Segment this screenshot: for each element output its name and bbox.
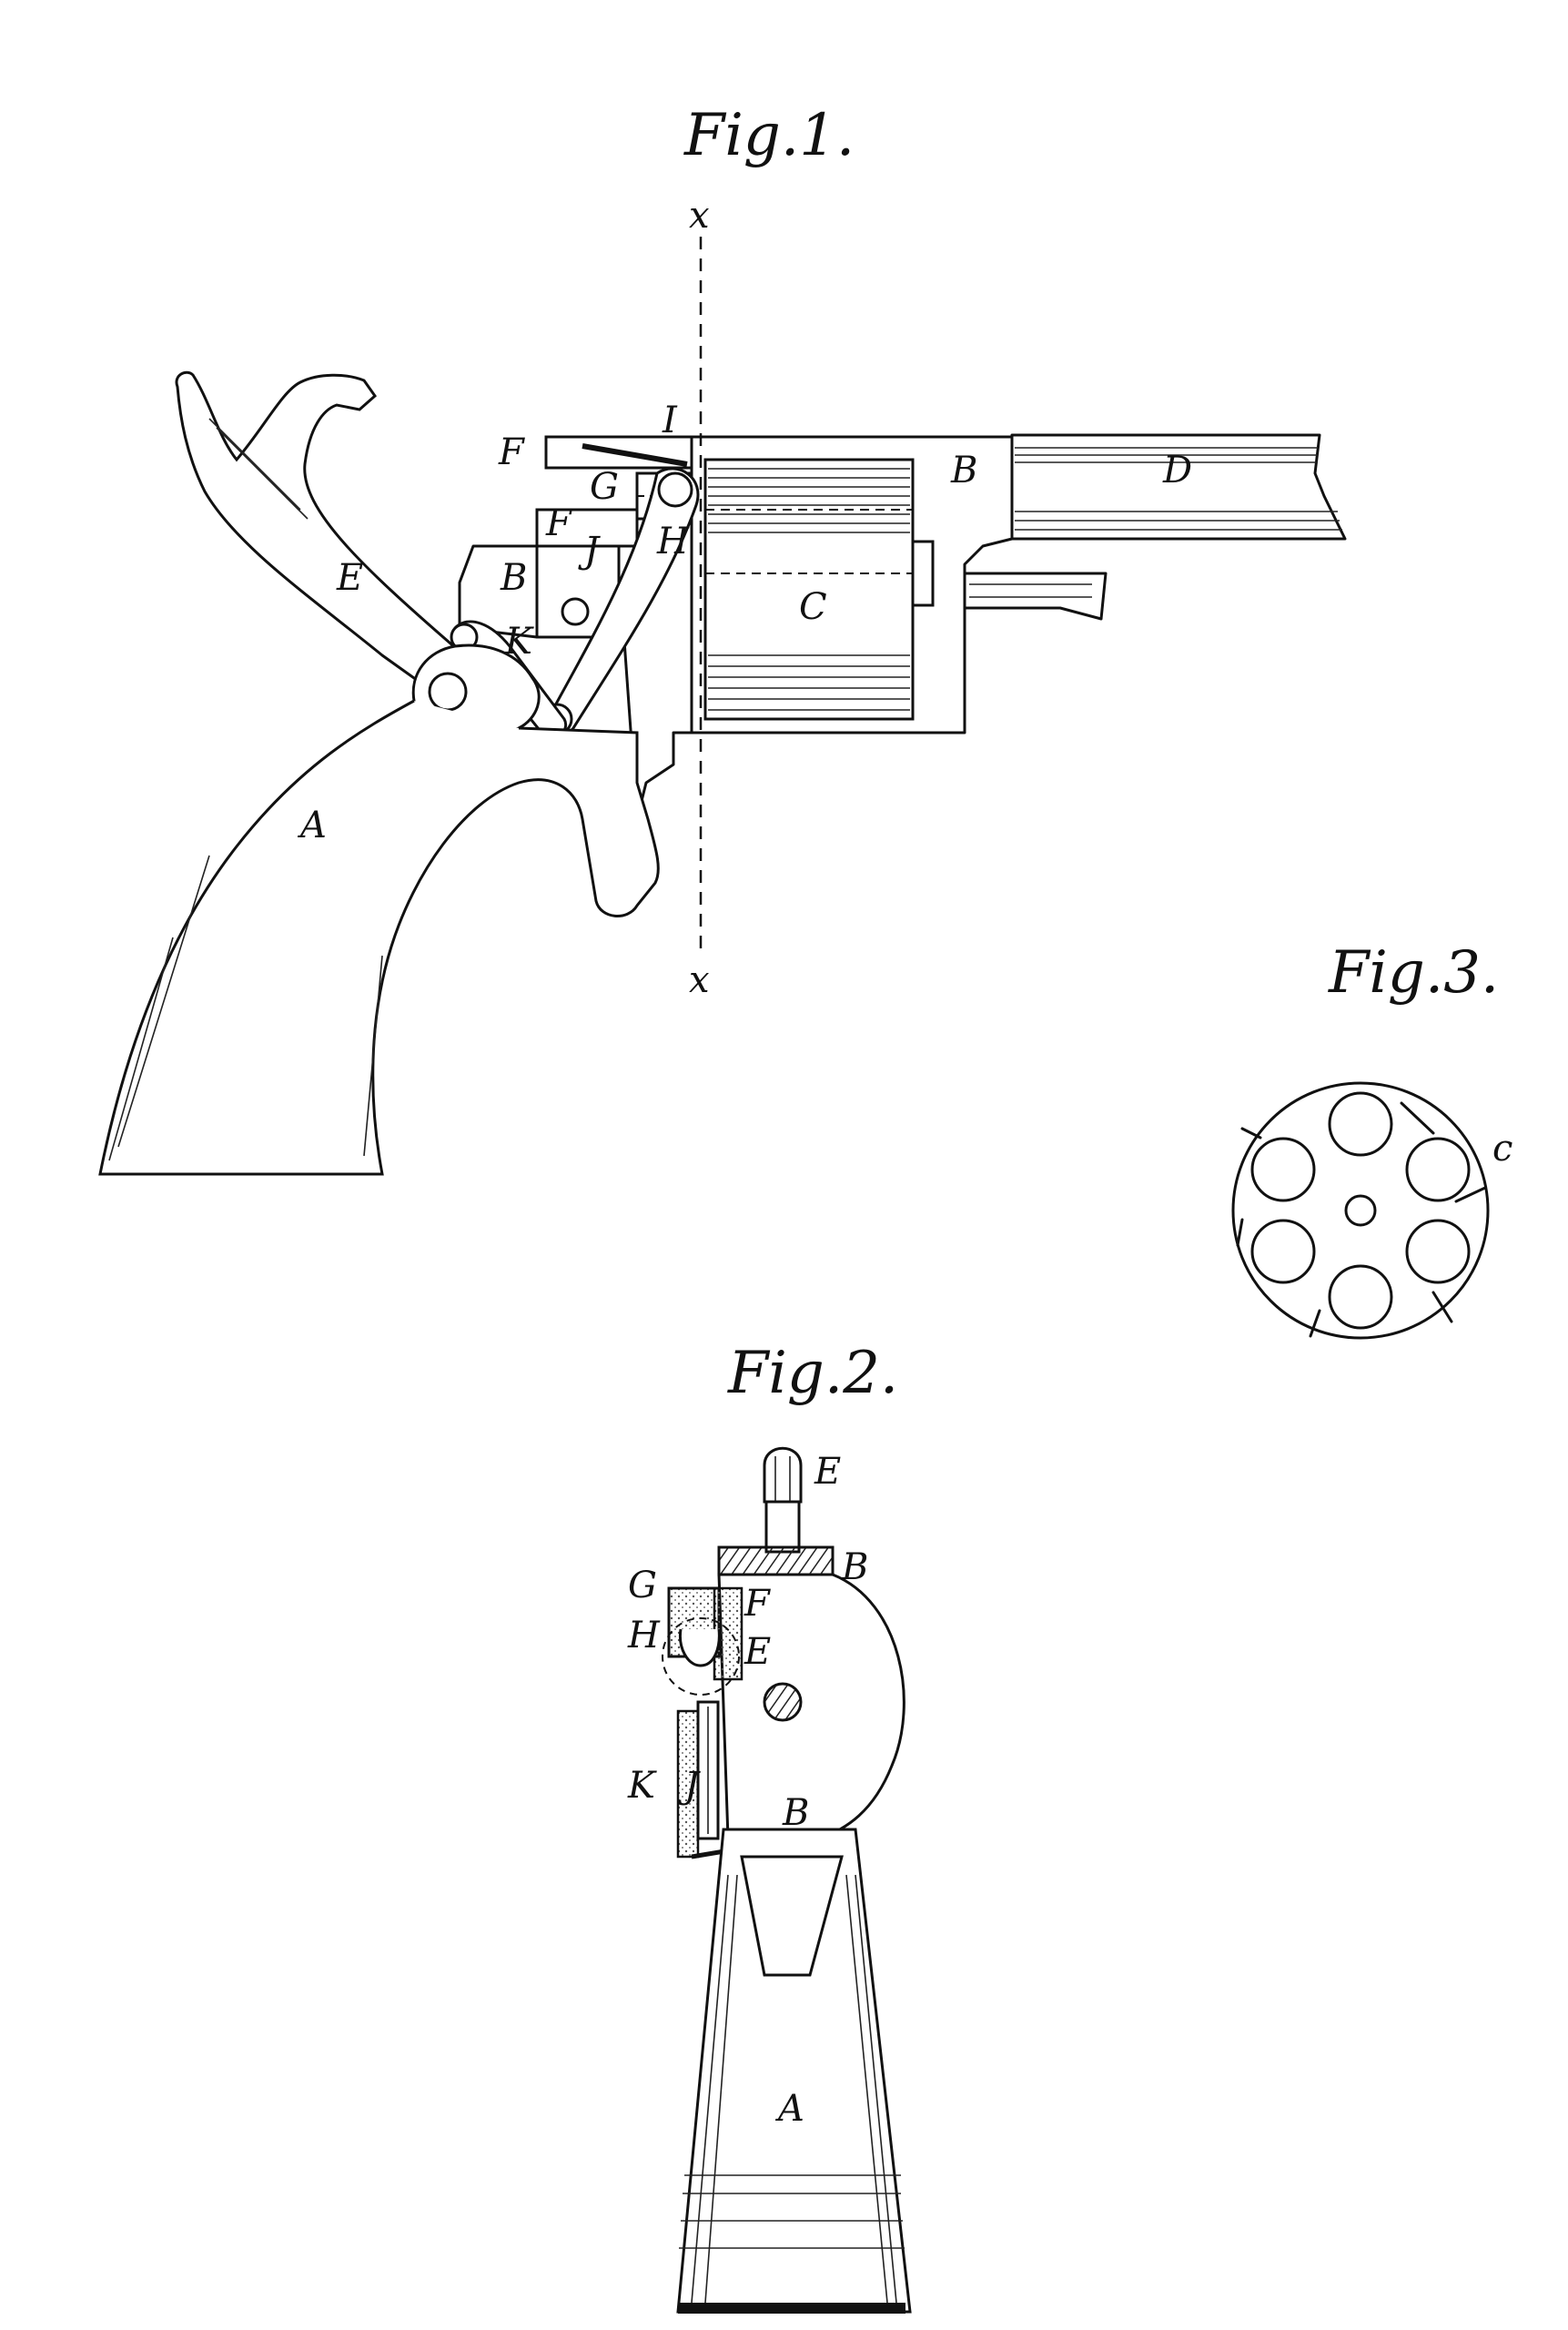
fig1-label-I: I bbox=[662, 400, 678, 441]
fig2-title: Fig.2. bbox=[727, 1340, 898, 1407]
fig1-label-C: C bbox=[799, 586, 827, 628]
grip-end-view bbox=[676, 1828, 912, 2314]
figure-1: Fig.1. x x bbox=[98, 102, 1347, 1176]
fig1-label-F-mid: F bbox=[545, 502, 572, 544]
fig3-title: Fig.3. bbox=[1328, 939, 1499, 1007]
fig1-label-K: K bbox=[504, 621, 534, 663]
fig1-label-B-top: B bbox=[950, 450, 977, 491]
fig2-label-G: G bbox=[628, 1565, 657, 1606]
fig2-label-H: H bbox=[627, 1615, 661, 1656]
fig2-label-B-bottom: B bbox=[782, 1792, 809, 1834]
hammer bbox=[175, 370, 494, 703]
cylinder-end-view bbox=[1231, 1081, 1490, 1340]
lever-J bbox=[541, 467, 700, 737]
fig1-title: Fig.1. bbox=[683, 102, 855, 169]
fig1-label-D: D bbox=[1162, 450, 1192, 491]
fig1-label-A: A bbox=[297, 805, 327, 846]
hammer-end-view bbox=[763, 1446, 803, 1554]
figure-2: Fig.2. bbox=[627, 1340, 912, 2314]
cylinder bbox=[703, 458, 935, 721]
fig2-label-B-top: B bbox=[841, 1546, 868, 1588]
fig1-label-E: E bbox=[336, 557, 363, 599]
fig2-label-E-top: E bbox=[814, 1451, 841, 1493]
figure-3: Fig.3. c bbox=[1231, 939, 1512, 1340]
fig2-label-A: A bbox=[774, 2088, 804, 2130]
fig1-label-F-top: F bbox=[498, 431, 525, 473]
label-x-bottom: x bbox=[689, 959, 710, 1001]
side-mechanism bbox=[662, 1586, 747, 1859]
fig1-label-H: H bbox=[656, 521, 690, 562]
fig1-label-B-mid: B bbox=[500, 557, 527, 599]
fig2-label-F: F bbox=[744, 1583, 771, 1625]
fig3-label-c: c bbox=[1492, 1128, 1512, 1170]
label-x-top: x bbox=[689, 195, 710, 237]
fig2-label-K: K bbox=[627, 1765, 657, 1807]
fig1-label-G: G bbox=[590, 466, 619, 508]
grip bbox=[98, 643, 660, 1176]
fig2-label-E-mid: E bbox=[744, 1631, 771, 1673]
